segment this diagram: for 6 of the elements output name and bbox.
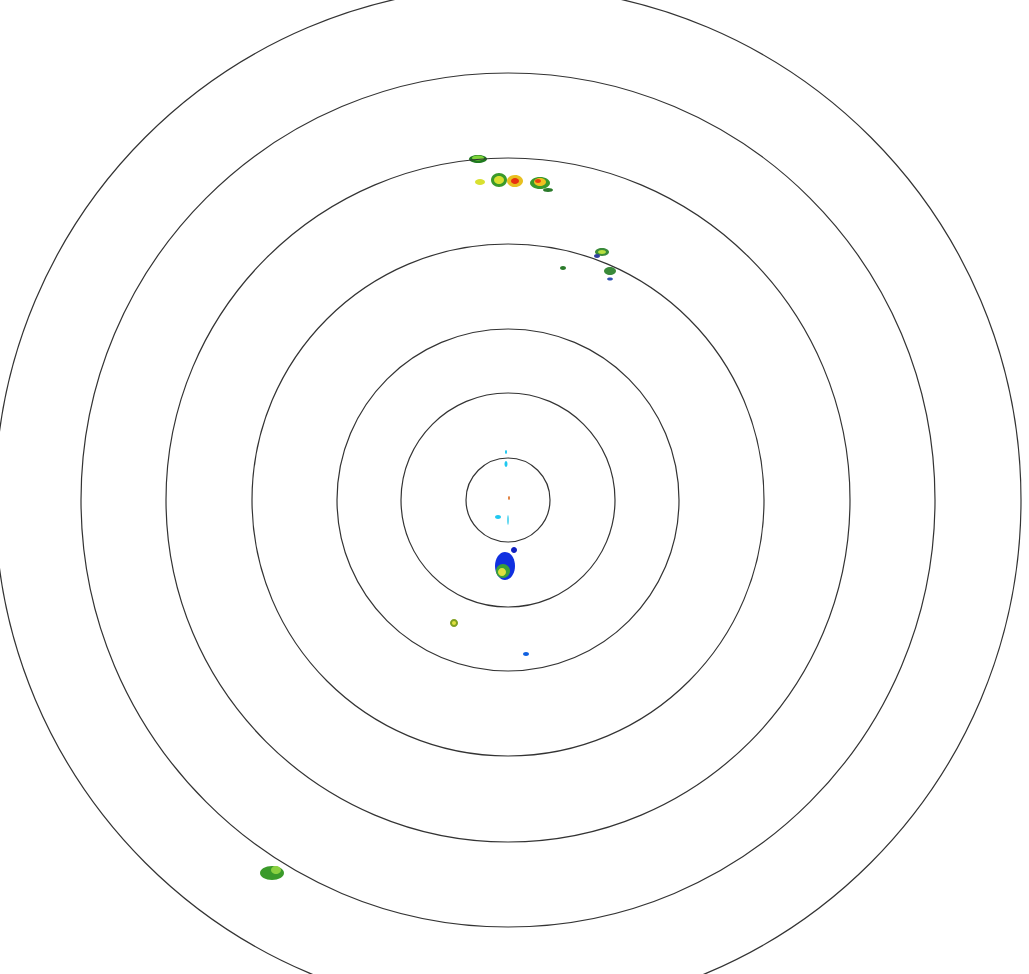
range-ring (80, 72, 936, 928)
range-ring (165, 157, 851, 843)
range-ring (336, 328, 680, 672)
range-ring (465, 457, 551, 543)
range-ring (251, 243, 765, 757)
range-ring (400, 392, 616, 608)
